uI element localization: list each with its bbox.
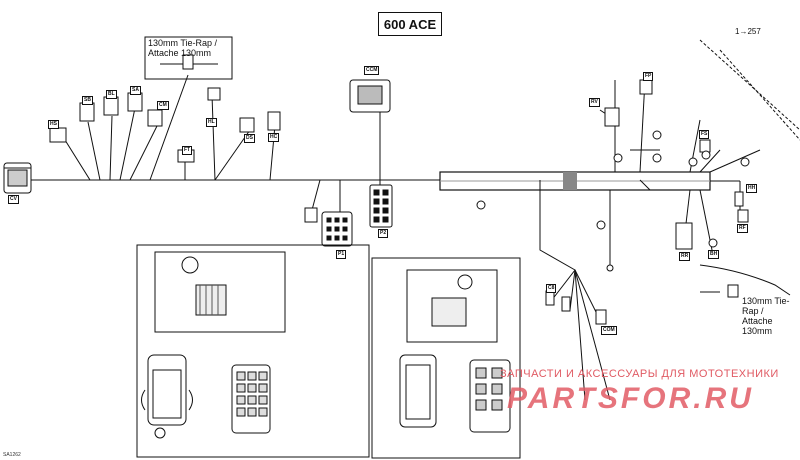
- regulator-connector: [675, 222, 693, 250]
- dess-connector: [147, 109, 163, 127]
- tie-rap-label-top: 130mm Tie-Rap / Attache 130mm: [148, 38, 217, 58]
- tag-hs: HS: [48, 120, 59, 129]
- tag-p1: P1: [336, 250, 347, 259]
- tag-p2: P2: [378, 229, 389, 238]
- ccm-module: [349, 79, 391, 113]
- heated-visor-connector: [734, 191, 744, 207]
- tie-rap-box-top: [144, 36, 233, 80]
- ground-ring: [606, 264, 614, 272]
- tag-hh: HH: [746, 184, 758, 193]
- communication-port: [595, 309, 607, 325]
- tag-rr: RR: [679, 252, 691, 261]
- tag-cm: CM: [157, 101, 169, 110]
- part-code: SA1262: [3, 452, 21, 458]
- tag-ds: DS: [244, 134, 255, 143]
- tie-rap-line-2: Attache 130mm: [148, 48, 212, 58]
- hi-low-switch-connector: [103, 96, 119, 116]
- watermark-tagline: ЗАПЧАСТИ И АКСЕССУАРЫ ДЛЯ МОТОТЕХНИКИ: [500, 368, 779, 380]
- starter-connector: [561, 296, 571, 312]
- detail-panel-right: [371, 257, 521, 459]
- ground-stud: [708, 238, 718, 248]
- tag-hc: HC: [268, 133, 280, 142]
- tag-fs: FS: [699, 130, 710, 139]
- p2-connector: [369, 184, 393, 228]
- start-button-connector: [79, 102, 95, 122]
- tie-rap-line-1: 130mm Tie-Rap /: [742, 296, 790, 316]
- tag-cv: CV: [8, 195, 19, 204]
- fuel-gauge-connector: [699, 139, 711, 153]
- tag-fp: FP: [643, 72, 654, 81]
- tag-ft: FT: [182, 146, 193, 155]
- heated-grip-connector: [127, 92, 143, 112]
- tail-lamp-connector: [737, 209, 749, 223]
- tie-rap-right: [727, 284, 739, 298]
- p1-connector: [321, 211, 353, 247]
- tag-bh: BH: [708, 250, 720, 259]
- reverse-switch-connector: [304, 207, 318, 223]
- tag-sa: SA: [130, 86, 141, 95]
- tie-rap-line-2: Attache 130mm: [742, 316, 773, 336]
- fuel-level-connector: [239, 117, 255, 133]
- page-reference[interactable]: 1→257: [735, 27, 761, 36]
- tie-rap-line-1: 130mm Tie-Rap /: [148, 38, 218, 48]
- tag-hl: HL: [206, 118, 217, 127]
- starter-solenoid-connector: [545, 290, 555, 306]
- watermark-logo: PARTSFOR.RU: [507, 382, 754, 415]
- tag-rv: RV: [589, 98, 600, 107]
- steering-harness-connector: [49, 127, 67, 143]
- tag-rf: RF: [737, 224, 748, 233]
- tag-com: COM: [601, 326, 617, 335]
- tag-ccm: CCM: [364, 66, 380, 75]
- detail-panel-left: [136, 244, 370, 458]
- harness-connector: [267, 111, 281, 131]
- tag-sb: SB: [82, 96, 93, 105]
- diagram-title: 600 ACE: [378, 12, 442, 36]
- tie-rap-label-right: 130mm Tie-Rap / Attache 130mm: [742, 296, 800, 336]
- capacitor-connector: [604, 107, 620, 127]
- tag-bl: BL: [106, 90, 117, 99]
- fuel-pump-connector: [639, 79, 653, 95]
- accessory-connector: [207, 87, 221, 101]
- tag-c8: C8: [546, 284, 557, 293]
- speedometer-connector: [3, 162, 32, 194]
